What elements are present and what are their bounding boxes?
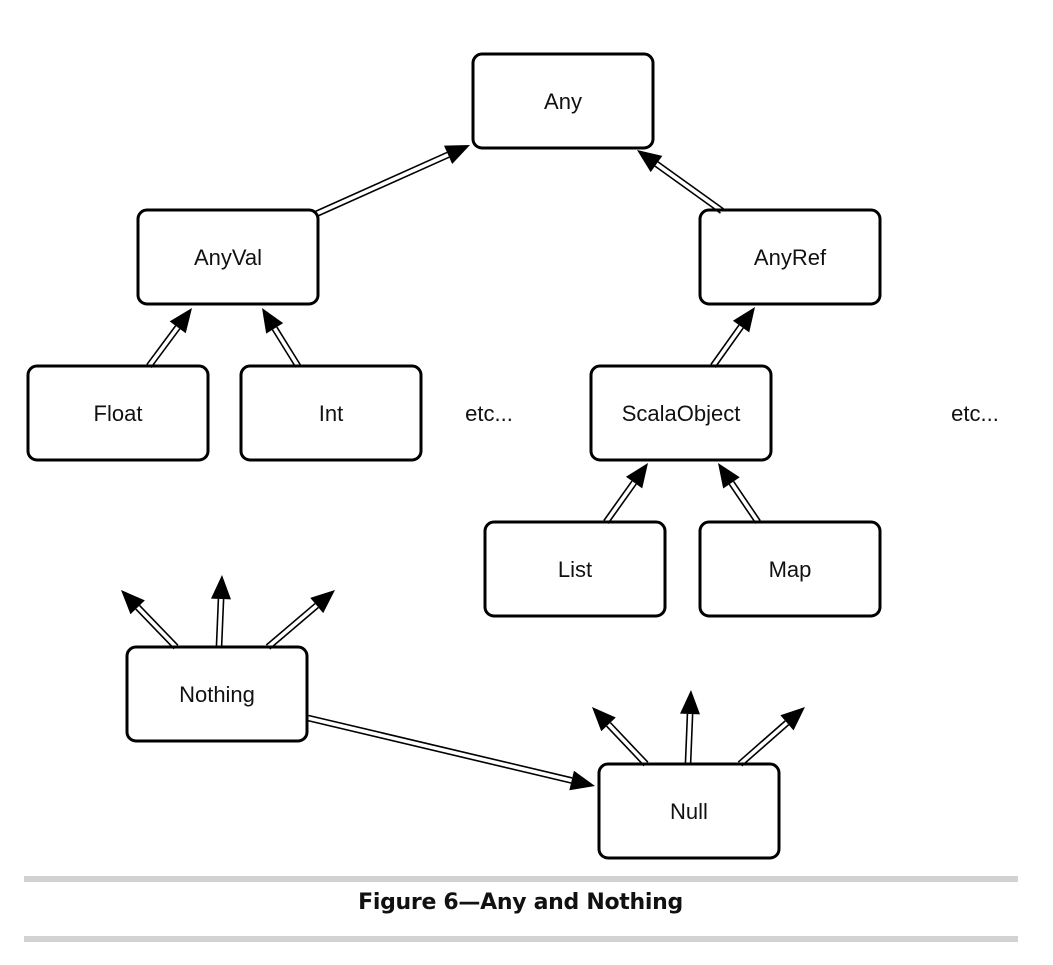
arrow-nothing-up-left [121, 590, 179, 650]
node-any-label: Any [544, 89, 582, 114]
node-int-label: Int [319, 401, 343, 426]
arrow-nothing-up-right [265, 590, 335, 650]
type-hierarchy-diagram: Any AnyVal AnyRef Float Int ScalaObject … [26, 52, 999, 860]
figure-caption: Figure 6—Any and Nothing [358, 890, 683, 915]
arrow-null-up-left [592, 707, 649, 767]
node-map: Map [698, 520, 882, 618]
node-anyval: AnyVal [136, 208, 320, 306]
node-anyval-label: AnyVal [194, 245, 262, 270]
node-map-label: Map [769, 557, 812, 582]
arrow-nothing-to-null [307, 714, 595, 791]
etc-label-right: etc... [951, 401, 999, 426]
arrow-null-up-right [737, 707, 805, 767]
node-list-label: List [558, 557, 592, 582]
caption-top-rule [24, 876, 1018, 882]
node-int: Int [239, 364, 423, 462]
node-list: List [483, 520, 667, 618]
node-any: Any [471, 52, 655, 150]
node-nothing: Nothing [125, 645, 309, 743]
caption-bottom-rule [24, 936, 1018, 942]
node-anyref-label: AnyRef [754, 245, 827, 270]
node-float: Float [26, 364, 210, 462]
arrow-null-up [680, 690, 701, 765]
arrows-layer [121, 145, 805, 791]
arrow-scalaobject-to-anyref [710, 307, 755, 368]
arrow-float-to-anyval [146, 308, 192, 369]
node-anyref: AnyRef [698, 208, 882, 306]
node-scalaobject-label: ScalaObject [622, 401, 741, 426]
node-null: Null [597, 762, 781, 860]
etc-label-left: etc... [465, 401, 513, 426]
arrow-anyval-to-any [314, 145, 470, 218]
arrow-list-to-scalaobject [603, 463, 648, 524]
arrow-int-to-anyval [262, 308, 301, 368]
arrow-nothing-up [211, 575, 231, 648]
node-nothing-label: Nothing [179, 682, 255, 707]
node-float-label: Float [94, 401, 143, 426]
arrow-map-to-scalaobject [718, 463, 761, 524]
node-null-label: Null [670, 799, 708, 824]
arrow-anyref-to-any [637, 150, 724, 214]
node-scalaobject: ScalaObject [589, 364, 773, 462]
